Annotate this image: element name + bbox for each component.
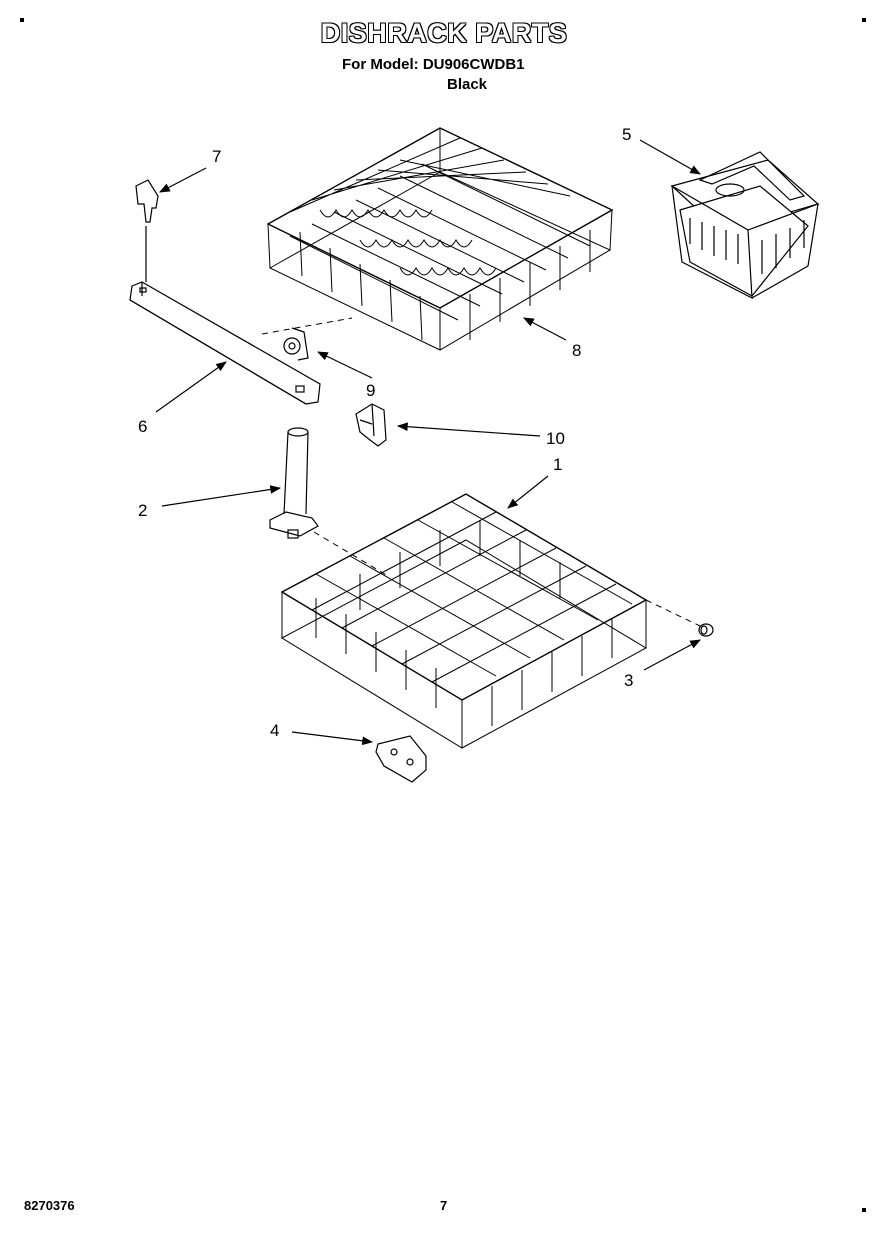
rack-track-part-6 xyxy=(129,281,321,405)
leader-arrows xyxy=(155,139,701,746)
alignment-lines xyxy=(261,317,701,627)
callout-5: 5 xyxy=(622,125,631,144)
page-number: 7 xyxy=(440,1198,448,1213)
callout-7: 7 xyxy=(212,147,221,166)
wheel-part-3 xyxy=(698,623,714,637)
callout-6: 6 xyxy=(138,417,147,436)
silverware-basket-part-5 xyxy=(670,151,820,300)
lower-dishrack-part-1 xyxy=(280,493,648,749)
track-end-cap-part-10 xyxy=(355,403,387,447)
callout-2: 2 xyxy=(138,501,147,520)
variant-label: Black xyxy=(447,76,488,93)
corner-mark-bottom-right xyxy=(862,1208,866,1212)
spray-tower-part-2 xyxy=(269,427,319,539)
callout-10: 10 xyxy=(546,429,565,448)
rack-roller-part-9 xyxy=(283,327,309,361)
model-line: For Model: DU906CWDB1 xyxy=(342,56,525,73)
corner-mark-top-right xyxy=(862,18,866,22)
upper-dishrack-part-8 xyxy=(266,127,614,351)
corner-mark-top-left xyxy=(20,18,24,22)
roller-bracket-part-4 xyxy=(375,735,427,783)
callout-3: 3 xyxy=(624,671,633,690)
document-id: 8270376 xyxy=(24,1198,75,1213)
callout-9: 9 xyxy=(366,381,375,400)
callout-8: 8 xyxy=(572,341,581,360)
stop-clip-part-7 xyxy=(135,179,159,282)
page-title: DISHRACK PARTS xyxy=(320,18,568,48)
callout-1: 1 xyxy=(553,455,562,474)
callout-4: 4 xyxy=(270,721,279,740)
